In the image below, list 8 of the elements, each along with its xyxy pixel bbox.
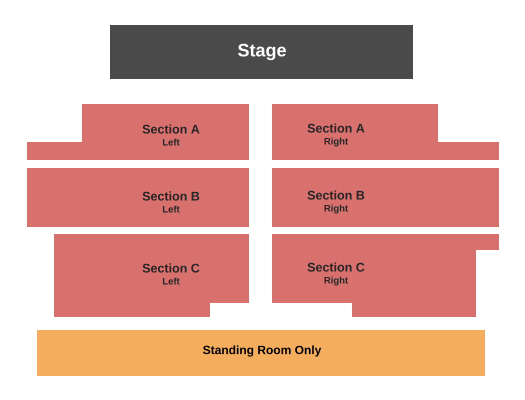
seating-section: Section C Left xyxy=(54,234,249,317)
stage-area: Stage xyxy=(110,25,413,79)
seating-section: Section A Right xyxy=(272,104,499,160)
seating-section: Section C Right xyxy=(272,234,499,317)
seating-section: Section A Left xyxy=(27,104,249,160)
seating-section: Section B Right xyxy=(272,168,499,227)
seating-section: Section B Left xyxy=(27,168,249,227)
standing-area: Standing Room Only xyxy=(37,330,485,376)
